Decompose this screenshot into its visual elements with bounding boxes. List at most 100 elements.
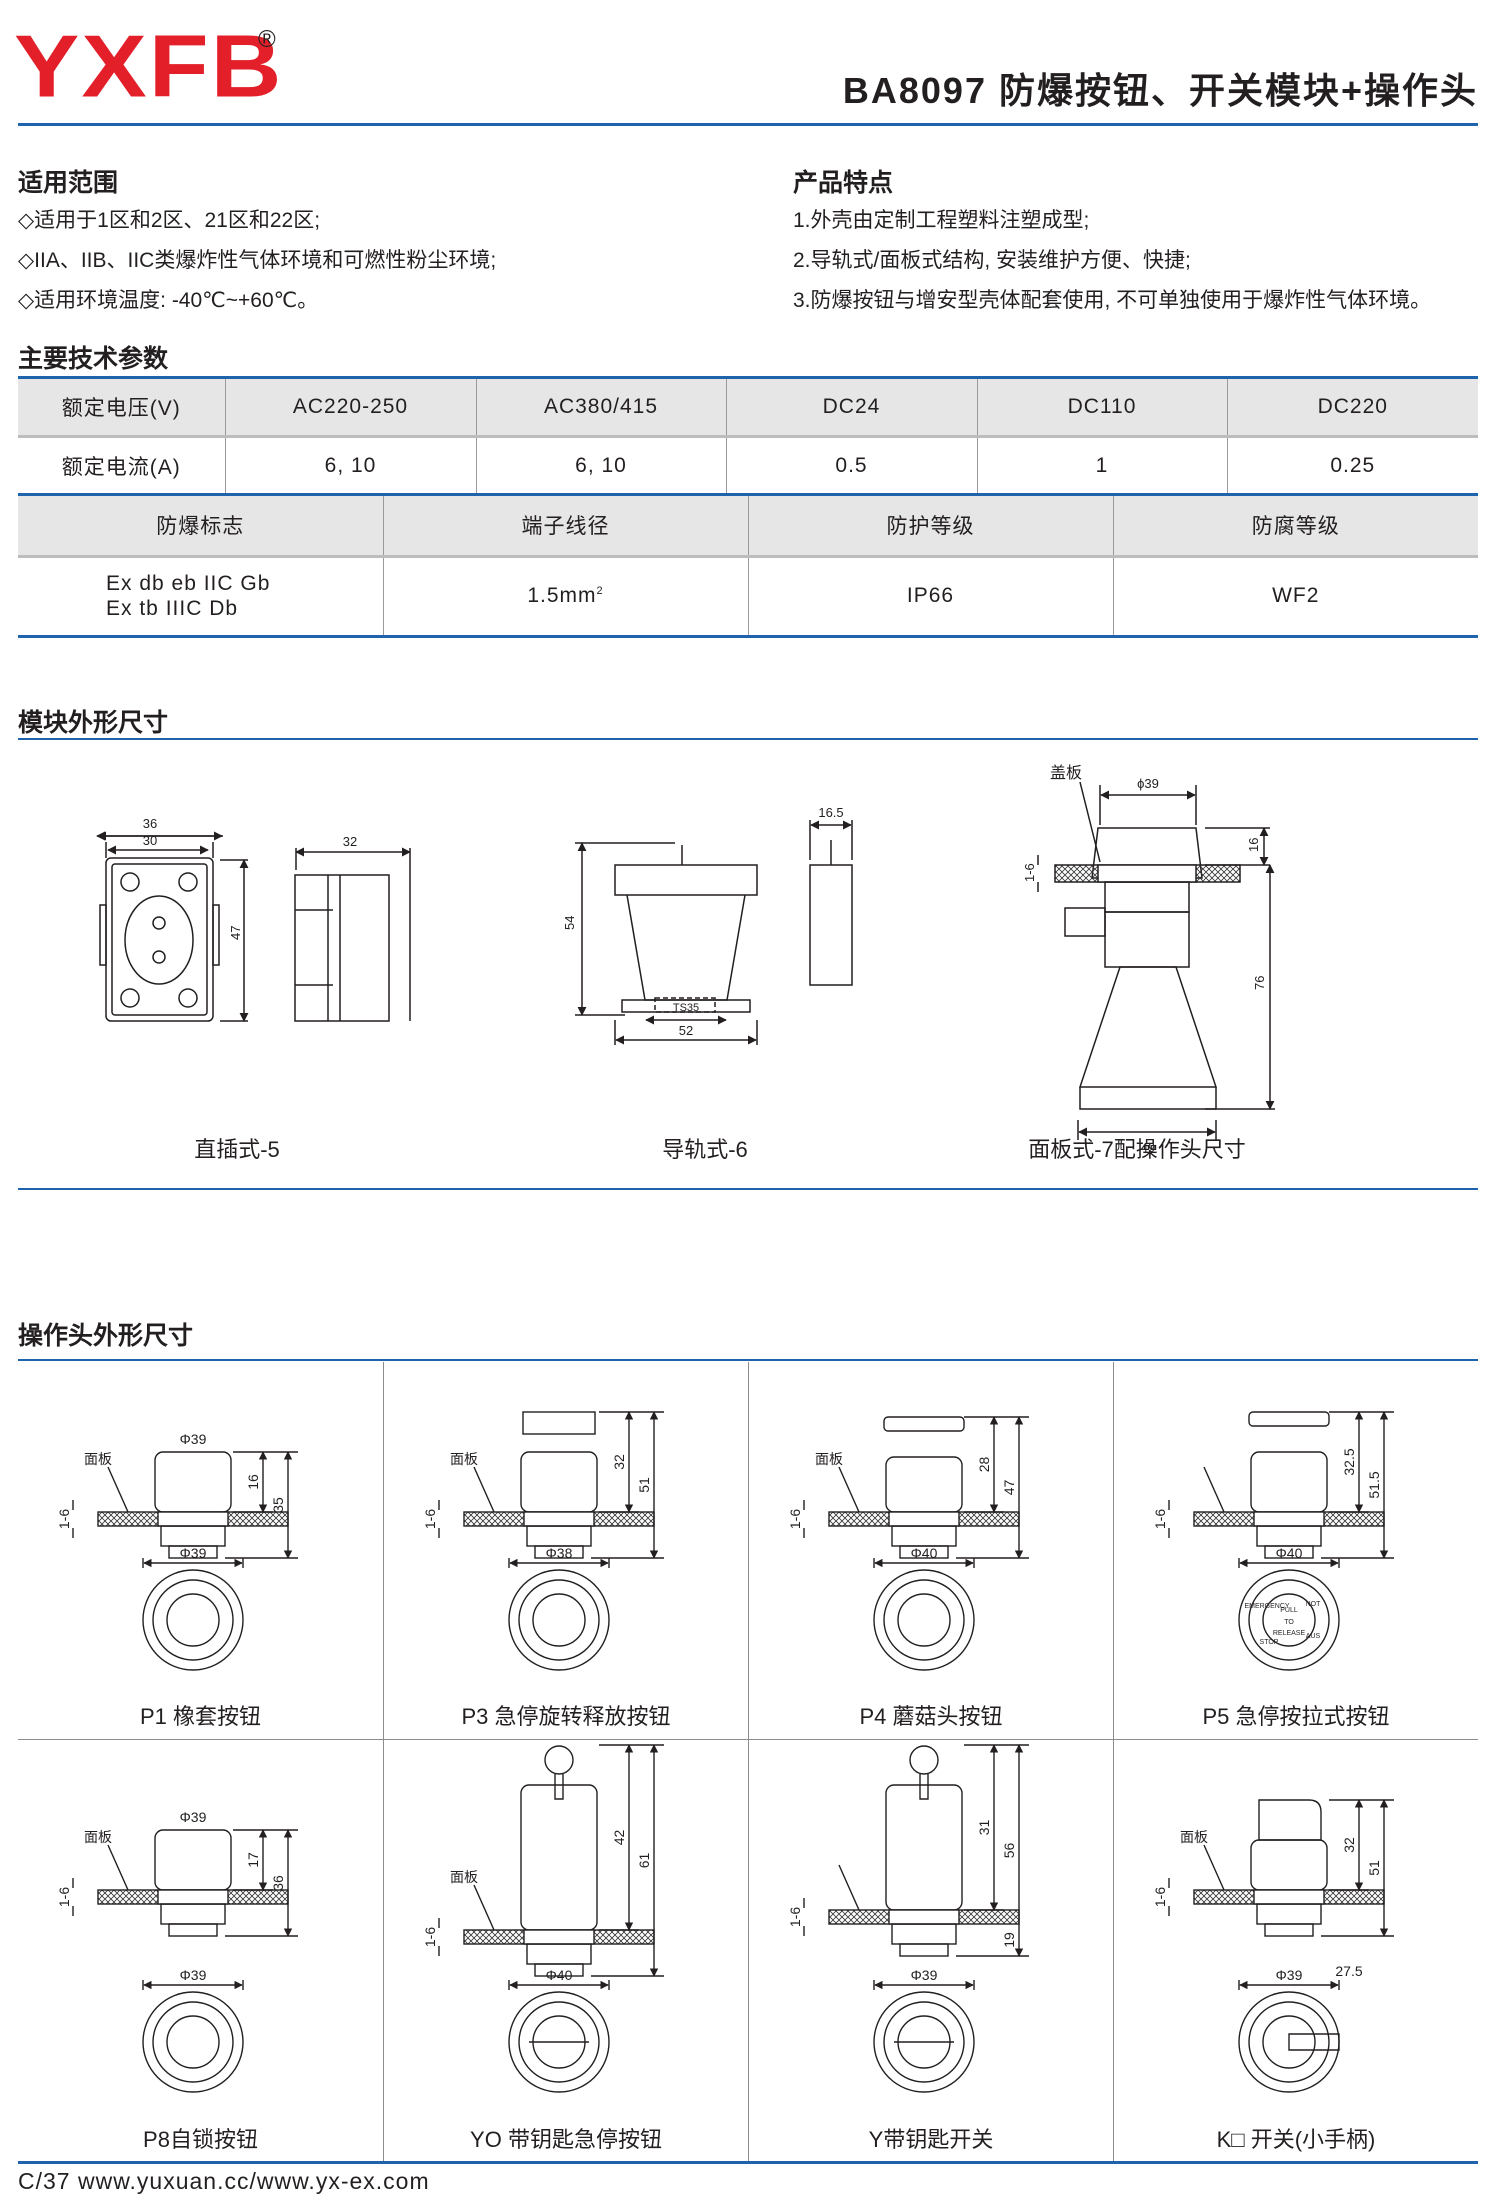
scope-item: ◇适用于1区和2区、21区和22区; bbox=[18, 209, 321, 232]
table-cell: DC24 bbox=[725, 377, 977, 437]
dim-label: ϕ39 bbox=[1137, 776, 1159, 791]
dim-label: Φ40 bbox=[911, 1545, 938, 1561]
dim-label: 32 bbox=[1341, 1837, 1357, 1853]
table-row: 额定电压(V) AC220-250 AC380/415 DC24 DC110 D… bbox=[18, 377, 1478, 437]
anticorrosion-rating: WF2 bbox=[1112, 556, 1478, 636]
dim-label: 1-6 bbox=[1022, 863, 1037, 882]
table-cell: DC220 bbox=[1226, 377, 1478, 437]
footer-text: C/37 www.yuxuan.cc/www.yx-ex.com bbox=[18, 2168, 430, 2194]
panel-mount-drawing: ϕ39 盖板 16 1-6 76 49 bbox=[1022, 764, 1275, 1155]
ex-marking-dust: Ex tb IIIC Db bbox=[106, 597, 239, 620]
dim-label: 52 bbox=[679, 1023, 693, 1038]
dim-label: 17 bbox=[245, 1852, 261, 1868]
dim-label: 1-6 bbox=[1152, 1887, 1168, 1907]
dim-label: 32 bbox=[611, 1454, 627, 1470]
dim-label: 面板 bbox=[450, 1451, 478, 1467]
specs-heading: 主要技术参数 bbox=[18, 345, 169, 373]
wire-size-value: 1.5mm bbox=[527, 584, 597, 607]
table-header: 防爆标志 bbox=[18, 496, 383, 556]
dim-label: 61 bbox=[636, 1853, 652, 1869]
footer-rule bbox=[18, 2161, 1478, 2164]
dim-label: 27.5 bbox=[1335, 1963, 1362, 1979]
head-caption: K□ 开关(小手柄) bbox=[1216, 2127, 1376, 2152]
dim-label: 16 bbox=[245, 1474, 261, 1490]
dim-label: 31 bbox=[976, 1820, 992, 1836]
ip-rating: IP66 bbox=[747, 556, 1113, 636]
dim-label: 16 bbox=[1246, 838, 1261, 852]
dim-label: 1-6 bbox=[422, 1927, 438, 1947]
dim-label: 51.5 bbox=[1366, 1471, 1382, 1498]
brand-logo: YXFB bbox=[14, 16, 284, 116]
table-header: 端子线径 bbox=[382, 496, 748, 556]
ex-marking-gas: Ex db eb IIC Gb bbox=[106, 572, 271, 595]
dim-label: 49 bbox=[1141, 1140, 1155, 1155]
dim-label: 42 bbox=[611, 1830, 627, 1846]
direct-plug-drawing: 36 30 47 32 bbox=[97, 816, 411, 1022]
dim-label: TO bbox=[1284, 1619, 1294, 1626]
dim-label: 面板 bbox=[450, 1869, 478, 1885]
dim-label: 36 bbox=[143, 816, 157, 831]
module-drawings: 36 30 47 32 54 TS35 52 16.5 ϕ39 盖板 16 1-… bbox=[0, 764, 1275, 1155]
rail-mount-drawing: 54 TS35 52 16.5 bbox=[562, 805, 853, 1045]
head-caption: P1 橡套按钮 bbox=[139, 1704, 262, 1729]
dim-label: 1-6 bbox=[787, 1907, 803, 1927]
head-caption: Y带钥匙开关 bbox=[868, 2127, 994, 2152]
dim-label: 1-6 bbox=[787, 1509, 803, 1529]
dim-label: 面板 bbox=[1180, 1829, 1208, 1845]
head-caption: YO 带钥匙急停按钮 bbox=[470, 2127, 662, 2152]
head-drawing: 32.551.51-6Φ40EMERGENCYSTOPNOTAUSPULLTOR… bbox=[1152, 1411, 1394, 1671]
section-rule bbox=[18, 1188, 1478, 1190]
table-cell: 0.5 bbox=[725, 436, 977, 495]
section-rule bbox=[18, 738, 1478, 740]
scope-item: ◇IIA、IIB、IIC类爆炸性气体环境和可燃性粉尘环境; bbox=[18, 249, 497, 272]
current-label: 额定电流(A) bbox=[61, 455, 181, 479]
dim-label: 51 bbox=[636, 1477, 652, 1493]
dim-label: 面板 bbox=[84, 1829, 112, 1845]
feature-item: 2.导轨式/面板式结构, 安装维护方便、快捷; bbox=[793, 249, 1191, 272]
dim-label: STOP bbox=[1260, 1639, 1279, 1646]
head-caption: P8自锁按钮 bbox=[143, 2127, 258, 2152]
dim-label: Φ39 bbox=[180, 1809, 207, 1825]
dim-label: 36 bbox=[270, 1875, 286, 1891]
table-cell: AC380/415 bbox=[475, 377, 726, 437]
dim-label: RELEASE bbox=[1273, 1630, 1306, 1637]
dim-label: Φ39 bbox=[911, 1967, 938, 1983]
dim-label: Φ39 bbox=[180, 1545, 207, 1561]
caption-panel: 面板式-7配操作头尺寸 bbox=[1028, 1137, 1246, 1162]
head-caption: P3 急停旋转释放按钮 bbox=[461, 1704, 671, 1729]
head-caption: P5 急停按拉式按钮 bbox=[1202, 1704, 1390, 1729]
dim-label: 54 bbox=[562, 916, 577, 930]
table-row: 防爆标志 端子线径 防护等级 防腐等级 bbox=[18, 496, 1478, 556]
wire-size-sup: 2 bbox=[596, 585, 604, 597]
table-cell: 0.25 bbox=[1226, 436, 1478, 495]
voltage-label: 额定电压(V) bbox=[18, 377, 225, 437]
table-cell: 6, 10 bbox=[224, 436, 476, 495]
dim-label: 盖板 bbox=[1050, 764, 1082, 782]
table-header: 防腐等级 bbox=[1112, 496, 1478, 556]
feature-item: 3.防爆按钮与增安型壳体配套使用, 不可单独使用于爆炸性气体环境。 bbox=[793, 289, 1432, 312]
table-header: 防护等级 bbox=[747, 496, 1113, 556]
dim-label: Φ39 bbox=[180, 1431, 207, 1447]
dim-label: 28 bbox=[976, 1457, 992, 1473]
dim-label: 1-6 bbox=[56, 1509, 72, 1529]
dim-label: 1-6 bbox=[1152, 1509, 1168, 1529]
dim-label: 32 bbox=[343, 834, 357, 849]
scope-item: ◇适用环境温度: -40℃~+60℃。 bbox=[18, 289, 319, 312]
dim-label: TS35 bbox=[673, 1002, 699, 1014]
dim-label: 19 bbox=[1001, 1932, 1017, 1948]
dim-label: AUS bbox=[1306, 1633, 1321, 1640]
head-caption: P4 蘑菇头按钮 bbox=[859, 1704, 1003, 1729]
table-row: 额定电流(A) 6, 10 6, 10 0.5 1 0.25 bbox=[18, 436, 1478, 495]
dim-label: 1-6 bbox=[56, 1887, 72, 1907]
